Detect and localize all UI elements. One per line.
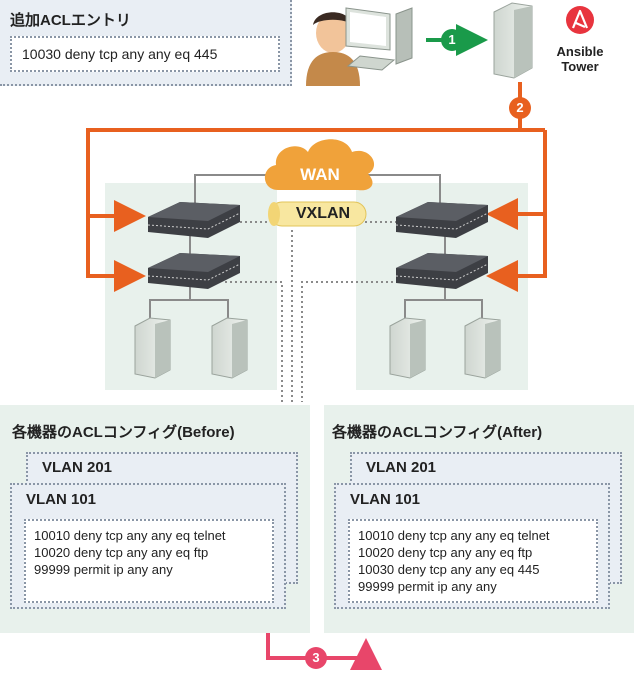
wan-label: WAN: [300, 165, 340, 184]
after-acl-line: 10010 deny tcp any any eq telnet: [358, 528, 550, 543]
before-acl-line: 10020 deny tcp any any eq ftp: [34, 545, 209, 560]
after-title: 各機器のACLコンフィグ(After): [332, 424, 543, 441]
step3-number: 3: [312, 650, 320, 665]
vxlan-tube: [268, 201, 367, 227]
before-vlan101-box: VLAN 101 10010 deny tcp any any eq telne…: [10, 483, 286, 609]
add-acl-title: 追加ACLエントリ: [10, 12, 131, 29]
step2-number: 2: [516, 100, 524, 115]
step1-number: 1: [448, 32, 456, 47]
before-vlan101-label: VLAN 101: [26, 491, 97, 508]
after-acl-box: 10010 deny tcp any any eq telnet 10020 d…: [348, 519, 598, 603]
server-left-1: [134, 317, 171, 379]
server-left-2: [211, 317, 248, 379]
after-vlan101-label: VLAN 101: [350, 491, 421, 508]
add-acl-entry-box: 10030 deny tcp any any eq 445: [10, 36, 280, 72]
pc-terminal: [345, 7, 413, 71]
add-acl-entry: 10030 deny tcp any any eq 445: [22, 46, 218, 62]
before-acl-box: 10010 deny tcp any any eq telnet 10020 d…: [24, 519, 274, 603]
before-acl-line: 99999 permit ip any any: [34, 562, 173, 577]
before-title: 各機器のACLコンフィグ(Before): [12, 424, 235, 441]
after-acl-line: 99999 permit ip any any: [358, 579, 497, 594]
vxlan-label: VXLAN: [295, 205, 351, 222]
add-acl-panel: 追加ACLエントリ 10030 deny tcp any any eq 445: [0, 0, 292, 86]
after-panel: 各機器のACLコンフィグ(After) VLAN 201 VLAN 101 10…: [324, 405, 634, 633]
after-vlan101-box: VLAN 101 10010 deny tcp any any eq telne…: [334, 483, 610, 609]
server-right-2: [464, 317, 501, 379]
ansible-label-line1: Ansible: [556, 44, 604, 59]
wan-cloud: [264, 139, 375, 191]
after-acl-line: 10020 deny tcp any any eq ftp: [358, 545, 533, 560]
ansible-label-line2: Tower: [561, 59, 599, 74]
before-vlan201-label: VLAN 201: [42, 459, 113, 476]
before-panel: 各機器のACLコンフィグ(Before) VLAN 201 VLAN 101 1…: [0, 405, 310, 633]
wan-links: [194, 174, 441, 205]
after-acl-line: 10030 deny tcp any any eq 445: [358, 562, 540, 577]
switch-right-bottom: [395, 253, 489, 289]
operator-figure: [306, 12, 360, 86]
ansible-logo: [566, 6, 594, 34]
ansible-tower-server: [493, 2, 533, 79]
before-acl-line: 10010 deny tcp any any eq telnet: [34, 528, 226, 543]
after-vlan201-label: VLAN 201: [366, 459, 437, 476]
step2-badge: [509, 97, 531, 119]
step1-badge: [441, 29, 463, 51]
switch-left-bottom: [147, 253, 241, 289]
switch-left-top: [147, 202, 241, 238]
switch-right-top: [395, 202, 489, 238]
ansible-tower-label: Ansible Tower: [545, 44, 615, 74]
server-right-1: [389, 317, 426, 379]
step3-badge: [305, 647, 327, 669]
